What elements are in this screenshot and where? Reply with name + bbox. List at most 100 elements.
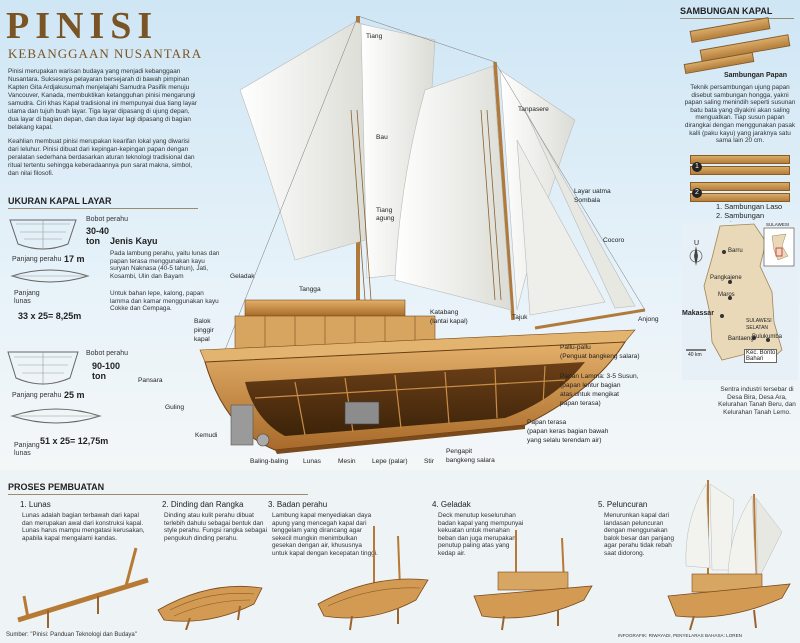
large-hull-front-diagram (7, 351, 79, 385)
large-bobot-label: Bobot perahu (86, 350, 129, 357)
page-title: PINISI (6, 5, 159, 47)
label-balok-1: Balok (194, 318, 211, 325)
sambungan-jambatang-diagram (690, 182, 790, 191)
step-4-text: Deck menutup keseluruhan badan kapal yan… (438, 512, 524, 557)
step-3-hull-illustration (317, 526, 429, 631)
label-baling-baling: Baling-baling (250, 458, 289, 465)
label-papan-lamma-1: Papan Lamma: 3-5 Susun, (560, 373, 639, 380)
label-tiang-agung-2: agung (376, 215, 395, 222)
step-5-launch-illustration (667, 480, 791, 631)
proses-rule (8, 494, 308, 495)
step-5-text: Menurunkan kapal dari landasan peluncura… (604, 512, 674, 557)
label-katabang-2: (lantai kapal) (430, 318, 468, 325)
footer-credit: INFOGRAFIK: RIWAYADI, PENYELARAS BAHASA:… (618, 633, 742, 638)
badge-1: 1 (692, 162, 702, 172)
engine (344, 401, 380, 425)
sambungan-item-1: 1. Sambungan Laso (716, 202, 783, 211)
sambungan-jambatang-diagram-lower (690, 193, 790, 202)
sambungan-sub: Sambungan Papan (724, 72, 788, 79)
step-5-title: 5. Peluncuran (598, 500, 648, 509)
small-hull-front-diagram (9, 219, 77, 250)
map-scale-label: 40 km (688, 352, 702, 358)
step-1-text: Lunas adalah bagian terbawah dari kapal … (22, 512, 145, 542)
label-papan-lamma-3: atas untuk mengikat (560, 391, 620, 398)
map-compass-label: U (694, 240, 700, 247)
map-sulsel-1: SULAWESI (746, 318, 772, 324)
label-tiang: Tiang (366, 33, 383, 40)
cocoro-jib (516, 139, 606, 316)
sambungan-heading: SAMBUNGAN KAPAL (680, 6, 773, 16)
label-papan-terasa-1: Papan terasa (527, 419, 567, 426)
map-bonto-1: Kec. Bonto (746, 350, 776, 356)
map-makassar: Makassar (682, 310, 714, 317)
label-lunas: Lunas (303, 458, 321, 465)
label-tanpasere: Tanpasere (518, 106, 549, 113)
small-lunas-value: 33 x 25= 8,25m (18, 311, 82, 321)
jenis-kayu-paragraph-1: Pada lambung perahu, yaitu lunas dan pap… (110, 250, 220, 280)
pinisi-ship-illustration (199, 15, 646, 454)
ukuran-rule (8, 208, 198, 209)
large-lunas-label-1: Panjang (14, 442, 40, 449)
small-lunas-label-1: Panjang (14, 290, 40, 297)
inset-highlight (775, 247, 783, 257)
sulawesi-selatan-map (682, 222, 798, 380)
label-lepe: Lepe (palar) (372, 458, 408, 465)
label-papan-lamma-4: papan terasa) (560, 400, 601, 407)
large-hull-top-diagram (10, 408, 102, 424)
proses-heading: PROSES PEMBUATAN (8, 482, 105, 492)
label-tajuk: Tajuk (512, 314, 528, 321)
label-pengapit-2: bangkeng salara (446, 457, 495, 464)
map-bonto-box: Kec. Bonto Bahari (744, 349, 778, 363)
small-hull-top-diagram (10, 269, 90, 283)
map-maros: Maros (718, 292, 735, 298)
map-sulsel-2: SELATAN (746, 325, 769, 331)
map-bantaeng: Bantaeng (728, 336, 754, 342)
rudder (230, 404, 254, 446)
label-pallu-2: (Penguat bangkeng salara) (560, 353, 640, 360)
map-bulukumba: Bulukumba (752, 334, 783, 340)
map-bonto-2: Bahari (746, 356, 764, 362)
step-2-title: 2. Dinding dan Rangka (162, 500, 244, 509)
map-barru: Barru (728, 248, 743, 254)
label-papan-terasa-2: (papan keras bagian bawah (527, 428, 609, 435)
intro-paragraph-2: Keahlian membuat pinisi merupakan kearif… (8, 138, 195, 177)
sambungan-rule (680, 18, 794, 19)
large-bobot-unit: ton (92, 371, 106, 381)
large-bobot-value: 90-100 (92, 361, 121, 371)
step-2-hull-walls-illustration (157, 585, 263, 630)
sambungan-laso-diagram (690, 155, 790, 164)
small-panjang-value: 17 m (64, 254, 85, 264)
intro-text: Pinisi merupakan warisan budaya yang men… (8, 68, 198, 184)
footer-source: Sumber: "Pinisi: Panduan Teknologi dan B… (6, 632, 137, 638)
intro-paragraph-1: Pinisi merupakan warisan budaya yang men… (8, 68, 197, 131)
label-pallu-1: Pallu-pallu (560, 344, 591, 351)
label-pansara: Pansara (138, 377, 163, 384)
label-papan-lamma-2: (papan lentur bagian (560, 382, 621, 389)
rope-ladder (350, 109, 372, 301)
small-bobot-label: Bobot perahu (86, 216, 129, 223)
large-panjang-value: 25 m (64, 390, 85, 400)
label-anjong: Anjong (638, 316, 659, 323)
label-stir: Stir (424, 458, 434, 465)
small-bobot-unit: ton (86, 236, 100, 246)
keel (275, 425, 525, 454)
badge-2: 2 (692, 188, 702, 198)
label-layar-utama-2: Sombala (574, 197, 601, 204)
ukuran-heading: UKURAN KAPAL LAYAR (8, 196, 112, 206)
label-tangga: Tangga (299, 286, 321, 293)
step-4-title: 4. Geladak (432, 500, 471, 509)
label-geladak: Geladak (230, 273, 255, 280)
aft-sail (239, 21, 371, 261)
label-guling: Guling (165, 404, 185, 411)
step-2-text: Dinding atau kulit perahu dibuat terlebi… (164, 512, 268, 542)
page-subtitle: KEBANGGAAN NUSANTARA (8, 46, 203, 61)
large-lunas-label-2: lunas (14, 450, 31, 457)
label-balok-2: pinggir (194, 327, 214, 334)
sambungan-text: Teknik persambungan ujung papan disebut … (684, 84, 796, 145)
sambungan-laso-diagram-lower (690, 166, 790, 175)
label-pengapit-1: Pengapit (446, 448, 473, 455)
map-inset-label: SULAWESI (766, 222, 790, 227)
fore-mast (493, 61, 515, 321)
hull-cutaway (245, 362, 585, 436)
label-tiang-agung-1: Tiang (376, 207, 393, 214)
